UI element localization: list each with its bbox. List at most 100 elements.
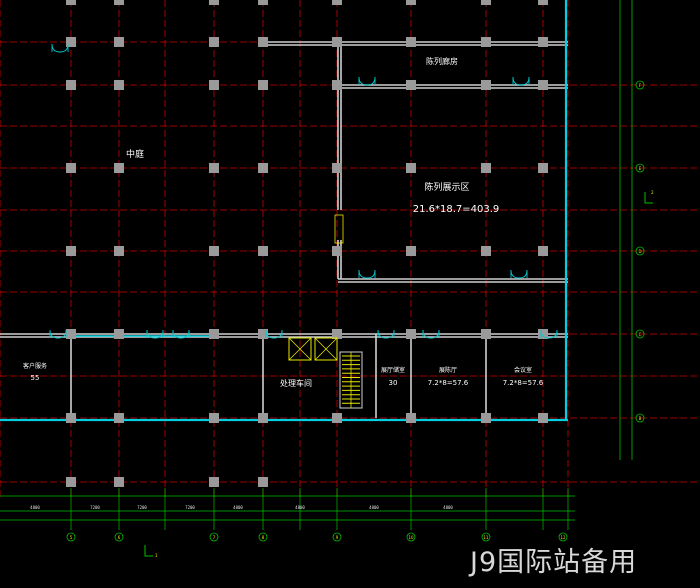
column bbox=[406, 163, 416, 173]
column bbox=[258, 80, 268, 90]
column bbox=[66, 413, 76, 423]
svg-text:11: 11 bbox=[483, 535, 489, 540]
dimension-label: 4800 bbox=[30, 505, 40, 510]
column bbox=[209, 246, 219, 256]
column bbox=[481, 37, 491, 47]
svg-text:5: 5 bbox=[70, 535, 73, 540]
svg-text:1: 1 bbox=[155, 553, 158, 558]
column bbox=[538, 37, 548, 47]
svg-text:2: 2 bbox=[651, 190, 654, 195]
column bbox=[66, 246, 76, 256]
view-mark-bottom: 1 bbox=[144, 545, 158, 558]
door-symbol bbox=[51, 43, 69, 53]
room-label-courtyard: 中庭 bbox=[126, 148, 144, 160]
dimension-label: 4800 bbox=[443, 505, 453, 510]
column bbox=[538, 80, 548, 90]
column bbox=[114, 477, 124, 487]
column bbox=[258, 37, 268, 47]
column bbox=[114, 163, 124, 173]
dimension-label: 4800 bbox=[369, 505, 379, 510]
column bbox=[209, 0, 219, 5]
elevator-shaft bbox=[288, 337, 312, 361]
column bbox=[332, 37, 342, 47]
column bbox=[258, 163, 268, 173]
axis-bubble-bottom: 5 bbox=[66, 532, 76, 542]
column bbox=[66, 0, 76, 5]
column bbox=[114, 329, 124, 339]
column bbox=[481, 0, 491, 5]
column bbox=[114, 0, 124, 5]
ramp-symbol bbox=[334, 214, 344, 244]
column bbox=[481, 163, 491, 173]
column bbox=[258, 329, 268, 339]
column bbox=[406, 329, 416, 339]
column bbox=[481, 246, 491, 256]
column bbox=[332, 329, 342, 339]
column bbox=[406, 246, 416, 256]
door-symbol bbox=[510, 269, 528, 279]
axis-bubble-bottom: 8 bbox=[258, 532, 268, 542]
column bbox=[66, 477, 76, 487]
column bbox=[332, 80, 342, 90]
svg-text:C: C bbox=[639, 332, 642, 337]
view-mark-right: 2 bbox=[644, 190, 654, 204]
elevator-shaft bbox=[314, 337, 338, 361]
column bbox=[209, 37, 219, 47]
door-symbol bbox=[358, 76, 376, 86]
door-symbol bbox=[265, 329, 283, 339]
column bbox=[538, 329, 548, 339]
svg-text:8: 8 bbox=[262, 535, 265, 540]
column bbox=[66, 80, 76, 90]
room-label-left: 客户服务 bbox=[23, 362, 47, 370]
column bbox=[538, 246, 548, 256]
room-label-b: 展陈厅 bbox=[439, 366, 457, 374]
svg-text:D: D bbox=[638, 249, 641, 254]
column bbox=[406, 37, 416, 47]
column bbox=[406, 0, 416, 5]
room-area-c: 7.2*8=57.6 bbox=[503, 379, 544, 387]
column bbox=[538, 163, 548, 173]
dimension-label: 4800 bbox=[233, 505, 243, 510]
column bbox=[258, 413, 268, 423]
dimension-label: 4800 bbox=[295, 505, 305, 510]
room-label-display-room: 陈列廊房 bbox=[426, 56, 458, 66]
room-area-left: 55 bbox=[31, 374, 40, 382]
door-symbol bbox=[377, 329, 395, 339]
axis-bubble-right: B bbox=[635, 413, 645, 423]
axis-bubble-bottom: 11 bbox=[481, 532, 491, 542]
svg-text:12: 12 bbox=[560, 535, 566, 540]
axis-bubble-bottom: 10 bbox=[406, 532, 416, 542]
door-symbol bbox=[512, 76, 530, 86]
column bbox=[258, 477, 268, 487]
column bbox=[406, 80, 416, 90]
room-area-exhibit: 21.6*18.7=403.9 bbox=[413, 204, 500, 215]
column bbox=[332, 0, 342, 5]
svg-text:F: F bbox=[639, 83, 642, 88]
column bbox=[258, 0, 268, 5]
svg-text:6: 6 bbox=[118, 535, 121, 540]
door-symbol bbox=[172, 329, 190, 339]
axis-bubble-right: C bbox=[635, 329, 645, 339]
column bbox=[209, 413, 219, 423]
svg-text:9: 9 bbox=[336, 535, 339, 540]
column bbox=[209, 163, 219, 173]
dimension-label: 7200 bbox=[185, 505, 195, 510]
room-area-b: 7.2*8=57.6 bbox=[428, 379, 469, 387]
axis-bubble-right: E bbox=[635, 163, 645, 173]
door-symbol bbox=[540, 329, 558, 339]
column bbox=[209, 80, 219, 90]
column bbox=[481, 329, 491, 339]
door-symbol bbox=[358, 269, 376, 279]
column bbox=[332, 163, 342, 173]
column bbox=[332, 246, 342, 256]
column bbox=[114, 246, 124, 256]
column bbox=[406, 413, 416, 423]
svg-text:7: 7 bbox=[213, 535, 216, 540]
axis-bubble-bottom: 7 bbox=[209, 532, 219, 542]
room-label-exhibit-area: 陈列展示区 bbox=[424, 181, 469, 193]
axis-bubble-bottom: 12 bbox=[558, 532, 568, 542]
column bbox=[66, 37, 76, 47]
svg-text:B: B bbox=[639, 416, 642, 421]
